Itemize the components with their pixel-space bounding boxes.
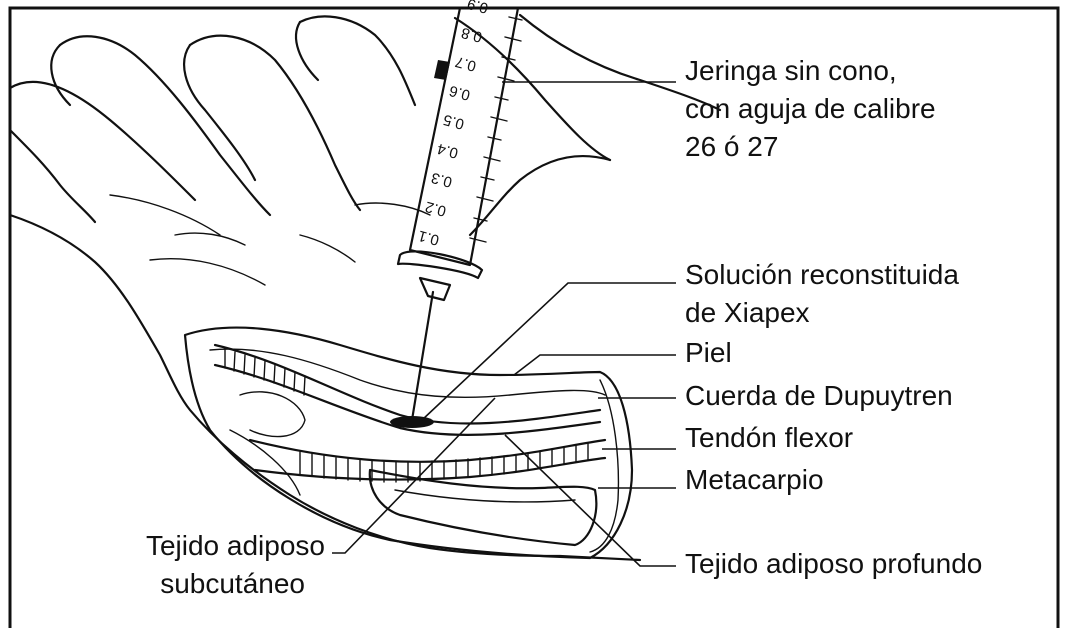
label-syringe-line2: con aguja de calibre: [685, 93, 936, 124]
label-cord: Cuerda de Dupuytren: [685, 380, 953, 411]
label-solution-line1: Solución reconstituida: [685, 259, 959, 290]
label-syringe-line1: Jeringa sin cono,: [685, 55, 897, 86]
leader-subcutaneous: [332, 397, 496, 554]
syringe-scale-5: 0.5: [441, 111, 466, 133]
syringe-scale-4: 0.4: [435, 140, 460, 162]
syringe-scale-2: 0.2: [423, 198, 448, 220]
syringe-scale-7: 0.7: [453, 53, 478, 75]
cross-section: [183, 326, 634, 560]
label-tendon: Tendón flexor: [685, 422, 853, 453]
syringe-scale-9: 0.9: [465, 0, 490, 17]
syringe-scale-8: 0.8: [459, 24, 484, 46]
label-deep-fat: Tejido adiposo profundo: [685, 548, 982, 579]
syringe: 0.1 0.2 0.3 0.4 0.5 0.6 0.7 0.8 0.9: [396, 0, 523, 422]
figure-frame: [8, 6, 1060, 628]
syringe-scale-6: 0.6: [447, 82, 472, 104]
leader-solution: [421, 282, 676, 421]
label-solution-line2: de Xiapex: [685, 297, 810, 328]
hand-illustration: [8, 13, 722, 562]
leader-deep-fat: [504, 434, 676, 567]
label-syringe-line3: 26 ó 27: [685, 131, 778, 162]
label-skin: Piel: [685, 337, 732, 368]
label-metacarpal: Metacarpio: [685, 464, 824, 495]
leader-skin: [513, 354, 676, 376]
label-subcutaneous-line2: subcutáneo: [160, 568, 305, 599]
label-subcutaneous-line1: Tejido adiposo: [146, 530, 325, 561]
labels: Jeringa sin cono, con aguja de calibre 2…: [146, 55, 982, 599]
syringe-scale-3: 0.3: [429, 169, 454, 191]
leader-lines: [332, 81, 676, 567]
syringe-scale-1: 0.1: [416, 227, 441, 249]
